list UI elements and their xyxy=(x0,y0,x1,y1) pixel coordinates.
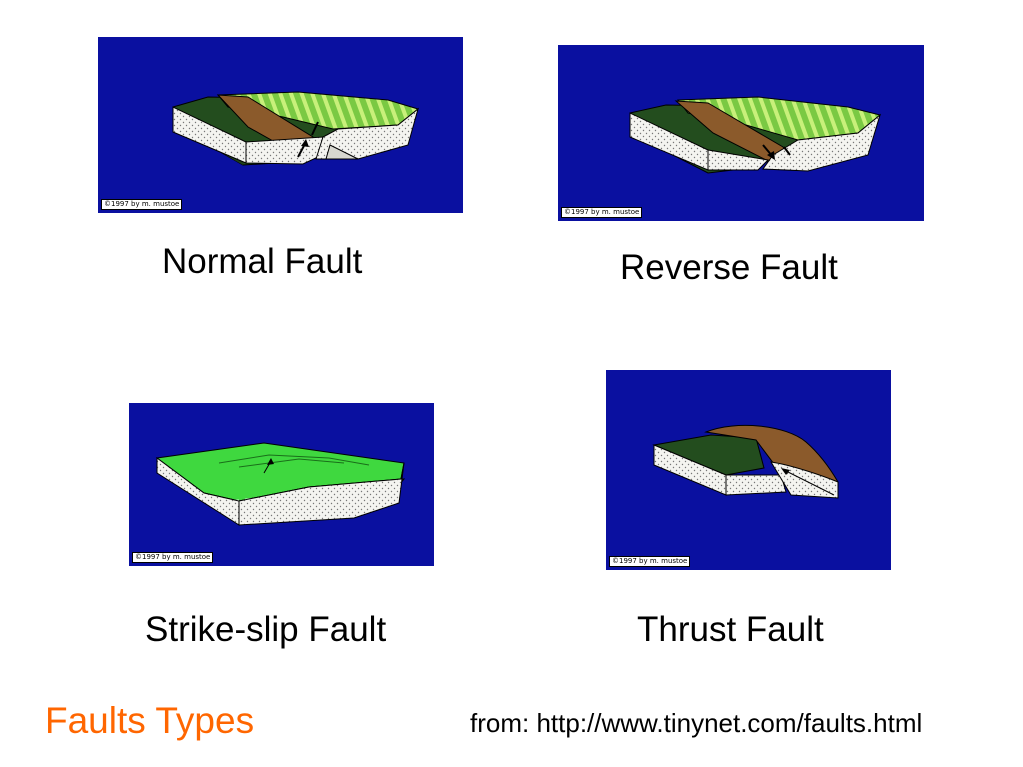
source-citation: from: http://www.tinynet.com/faults.html xyxy=(470,708,923,738)
thrust-fault-diagram xyxy=(606,370,891,570)
copyright-credit: ©1997 by m. mustoe xyxy=(561,207,643,218)
reverse-fault-diagram xyxy=(558,45,924,221)
copyright-credit: ©1997 by m. mustoe xyxy=(101,199,183,210)
thrust-fault-caption: Thrust Fault xyxy=(637,610,824,649)
normal-fault-illustration: ©1997 by m. mustoe xyxy=(98,37,463,213)
slide-title: Faults Types xyxy=(45,700,255,741)
reverse-fault-illustration: ©1997 by m. mustoe xyxy=(558,45,924,221)
normal-fault-diagram xyxy=(98,37,463,213)
strike-slip-fault-caption: Strike-slip Fault xyxy=(145,610,387,649)
copyright-credit: ©1997 by m. mustoe xyxy=(132,552,214,563)
copyright-credit: ©1997 by m. mustoe xyxy=(609,556,691,567)
thrust-fault-illustration: ©1997 by m. mustoe xyxy=(606,370,891,570)
reverse-fault-caption: Reverse Fault xyxy=(620,248,838,287)
strike-slip-fault-diagram xyxy=(129,403,434,566)
normal-fault-caption: Normal Fault xyxy=(162,242,363,281)
strike-slip-fault-illustration: ©1997 by m. mustoe xyxy=(129,403,434,566)
